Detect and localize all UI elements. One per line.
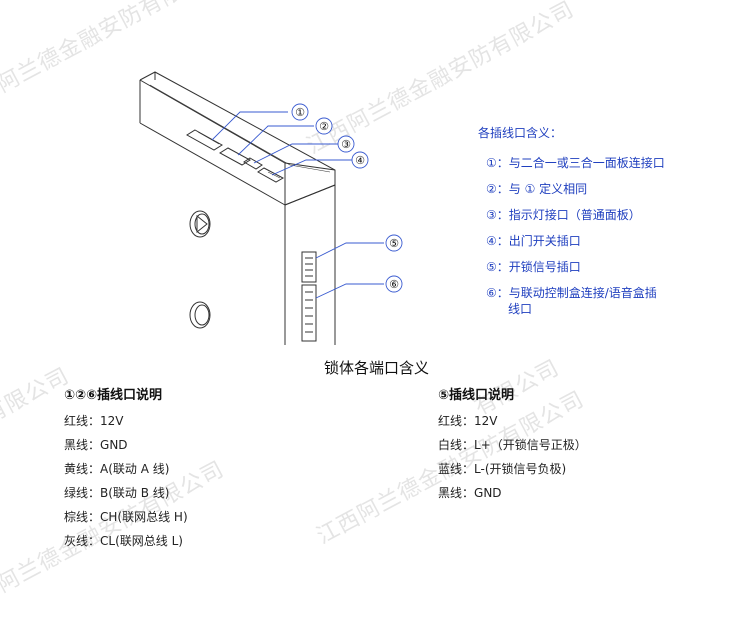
callout-lines: [211, 111, 384, 299]
figure-caption: 锁体各端口含义: [323, 359, 429, 377]
wire-row: 红线：12V: [64, 410, 188, 434]
wire-row: 灰线：CL(联网总线 L): [64, 530, 188, 554]
callout-3: ③: [341, 138, 351, 151]
wire-value: L+（开锁信号正极）: [474, 438, 587, 452]
legend-title: 各插线口含义：: [478, 126, 563, 140]
wire-row: 棕线：CH(联网总线 H): [64, 506, 188, 530]
wire-label: 红线：: [64, 414, 101, 428]
lock-body-drawing: ① ② ③ ④ ⑤ ⑥: [139, 71, 403, 345]
wire-value: GND: [474, 486, 502, 500]
top-connectors: [186, 129, 285, 183]
callout-5: ⑤: [389, 237, 399, 250]
wire-value: GND: [100, 438, 128, 452]
side-connectors: [301, 251, 317, 342]
wire-label: 绿线：: [64, 486, 101, 500]
legend-item: ⑤：开锁信号插口: [486, 260, 581, 274]
knob-lower: [189, 301, 211, 329]
wire-row: 黄线：A(联动 A 线): [64, 458, 188, 482]
wire-row: 白线：L+（开锁信号正极）: [438, 434, 587, 458]
wire-label: 黑线：: [438, 486, 475, 500]
wire-value: 12V: [474, 414, 498, 428]
wire-label: 灰线：: [64, 534, 101, 548]
legend-item: ④：出门开关插口: [486, 234, 581, 248]
legend-item: ③：指示灯接口（普通面板）: [486, 208, 641, 222]
legend-item: ①：与二合一或三合一面板连接口: [486, 156, 665, 170]
wire-value: CH(联网总线 H): [100, 510, 188, 524]
wire-value: A(联动 A 线): [100, 462, 170, 476]
wire-label: 棕线：: [64, 510, 101, 524]
wire-label: 黑线：: [64, 438, 101, 452]
wire-row: 红线：12V: [438, 410, 587, 434]
legend-item-continuation: 线口: [508, 302, 533, 316]
wire-row: 黑线：GND: [64, 434, 188, 458]
wire-label: 蓝线：: [438, 462, 475, 476]
top-face-outline: [139, 71, 336, 206]
wire-value: 12V: [100, 414, 124, 428]
wire-value: L-(开锁信号负极): [474, 462, 567, 476]
callout-2: ②: [319, 120, 329, 133]
right-wiring-section: ⑤插线口说明 红线：12V 白线：L+（开锁信号正极） 蓝线：L-(开锁信号负极…: [438, 386, 587, 506]
wire-label: 黄线：: [64, 462, 101, 476]
wire-value: B(联动 B 线): [100, 486, 170, 500]
left-wiring-section: ①②⑥插线口说明 红线：12V 黑线：GND 黄线：A(联动 A 线) 绿线：B…: [64, 386, 188, 554]
section-heading: ⑤插线口说明: [438, 388, 515, 403]
callout-6: ⑥: [389, 278, 399, 291]
wire-label: 红线：: [438, 414, 475, 428]
legend-item: ⑥：与联动控制盒连接/语音盒插: [486, 286, 657, 300]
legend-item: ②：与 ① 定义相同: [486, 182, 588, 196]
knob-upper: [189, 210, 211, 238]
wire-value: CL(联网总线 L): [100, 534, 183, 548]
wire-row: 绿线：B(联动 B 线): [64, 482, 188, 506]
callout-1: ①: [295, 106, 305, 119]
wire-row: 黑线：GND: [438, 482, 587, 506]
section-heading: ①②⑥插线口说明: [64, 388, 163, 403]
wire-row: 蓝线：L-(开锁信号负极): [438, 458, 587, 482]
callout-4: ④: [355, 154, 365, 167]
wire-label: 白线：: [438, 438, 475, 452]
